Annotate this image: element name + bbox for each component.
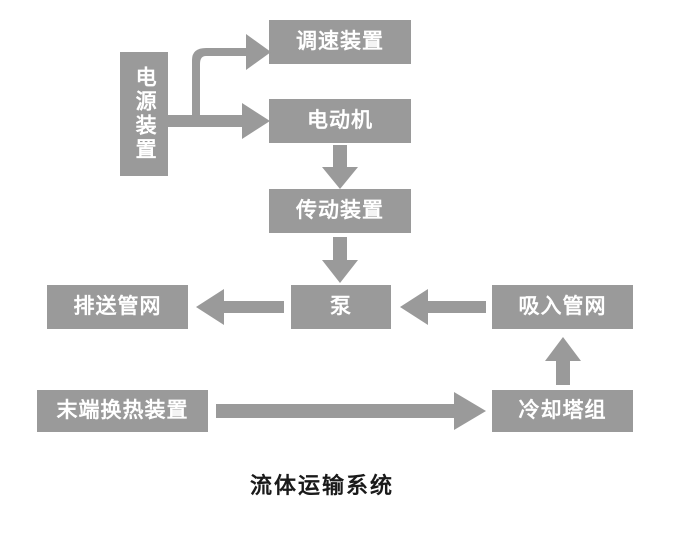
node-suction-label: 吸入管网	[518, 294, 607, 318]
node-discharge[interactable]: 排送管网	[47, 285, 188, 329]
node-governor-label: 调速装置	[296, 29, 384, 53]
node-cooling[interactable]: 冷却塔组	[492, 390, 633, 432]
arrow-power-to-governor	[192, 34, 271, 120]
node-motor[interactable]: 电动机	[269, 99, 411, 143]
node-terminal[interactable]: 末端换热装置	[37, 390, 208, 432]
node-discharge-label: 排送管网	[73, 294, 162, 318]
node-pump[interactable]: 泵	[291, 285, 391, 329]
arrow-cooling-to-suction	[545, 337, 581, 385]
node-suction[interactable]: 吸入管网	[492, 285, 633, 329]
arrow-terminal-to-cooling	[216, 392, 486, 430]
node-terminal-label: 末端换热装置	[56, 398, 189, 422]
arrow-pump-to-discharge	[196, 289, 284, 325]
node-power-label: 电源装置	[133, 66, 157, 162]
arrow-motor-to-transmission	[322, 145, 358, 189]
node-transmission-label: 传动装置	[296, 198, 384, 222]
arrow-suction-to-pump	[400, 289, 486, 325]
arrow-transmission-to-pump	[322, 237, 358, 283]
node-power[interactable]: 电源装置	[120, 52, 168, 176]
arrow-power-to-motor	[168, 103, 270, 139]
diagram-caption: 流体运输系统	[250, 473, 395, 498]
node-governor[interactable]: 调速装置	[269, 20, 411, 64]
node-motor-label: 电动机	[307, 108, 373, 132]
node-cooling-label: 冷却塔组	[518, 398, 607, 422]
node-transmission[interactable]: 传动装置	[269, 189, 411, 233]
node-pump-label: 泵	[330, 294, 352, 318]
